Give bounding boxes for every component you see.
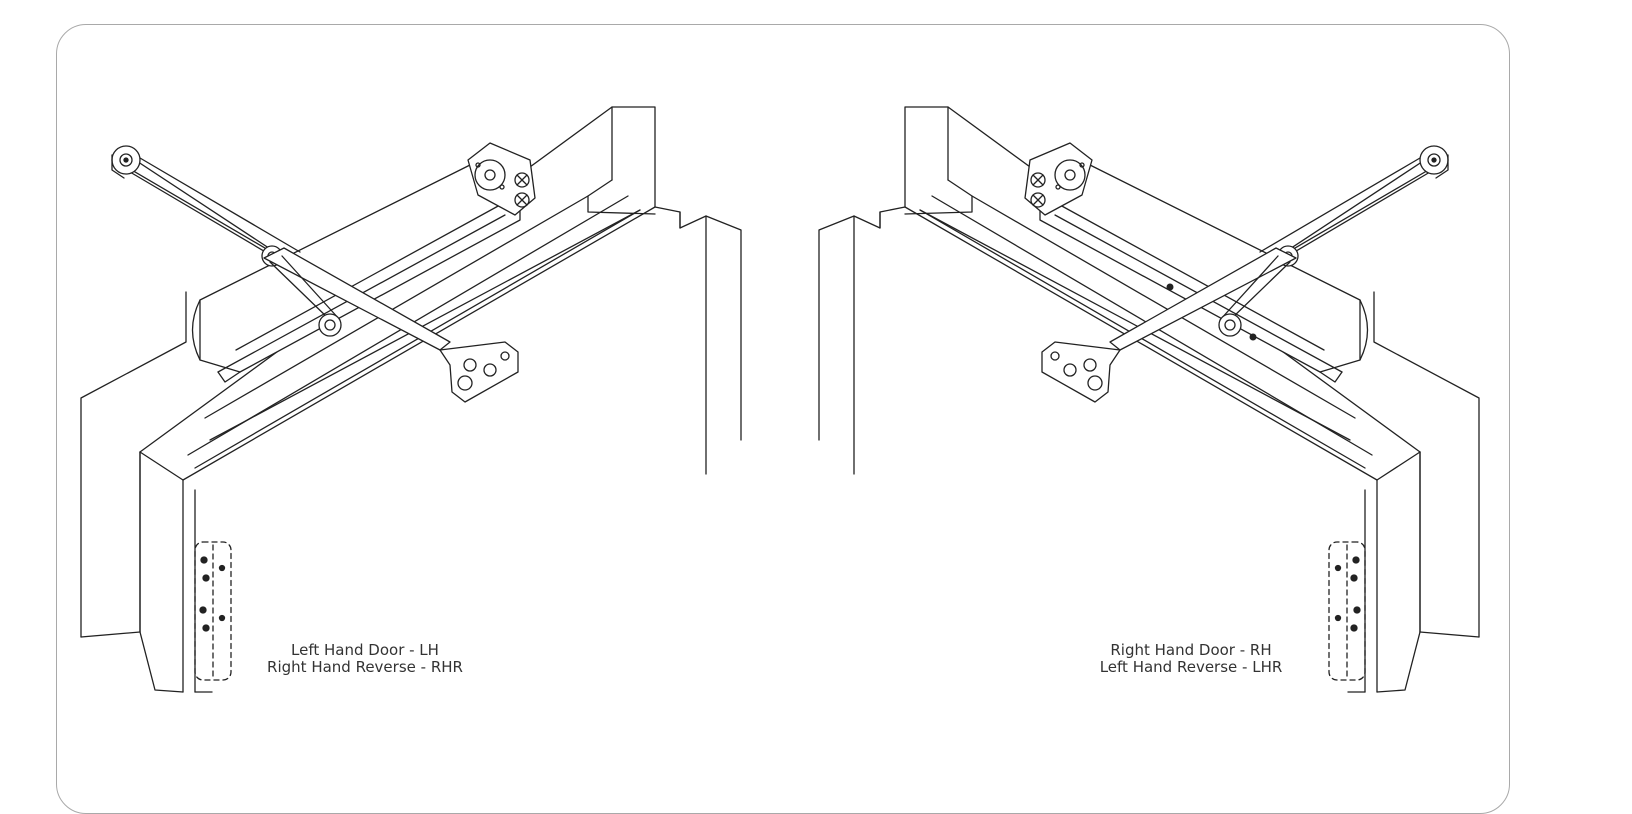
caption-right-line2: Left Hand Reverse - LHR [1099,658,1283,676]
caption-left-line1: Left Hand Door - LH [291,641,439,659]
closer-marker-dot [1249,333,1257,341]
caption-left-hand: Left Hand Door - LH Right Hand Reverse -… [230,642,500,676]
door-closer-handing-diagram [80,106,1480,693]
caption-left-line2: Right Hand Reverse - RHR [267,658,463,676]
right-hand-door-drawing [818,106,1480,693]
caption-right-hand: Right Hand Door - RH Left Hand Reverse -… [1056,642,1326,676]
closer-marker-dot [1166,283,1174,291]
left-hand-door-drawing [80,106,742,693]
caption-right-line1: Right Hand Door - RH [1110,641,1272,659]
